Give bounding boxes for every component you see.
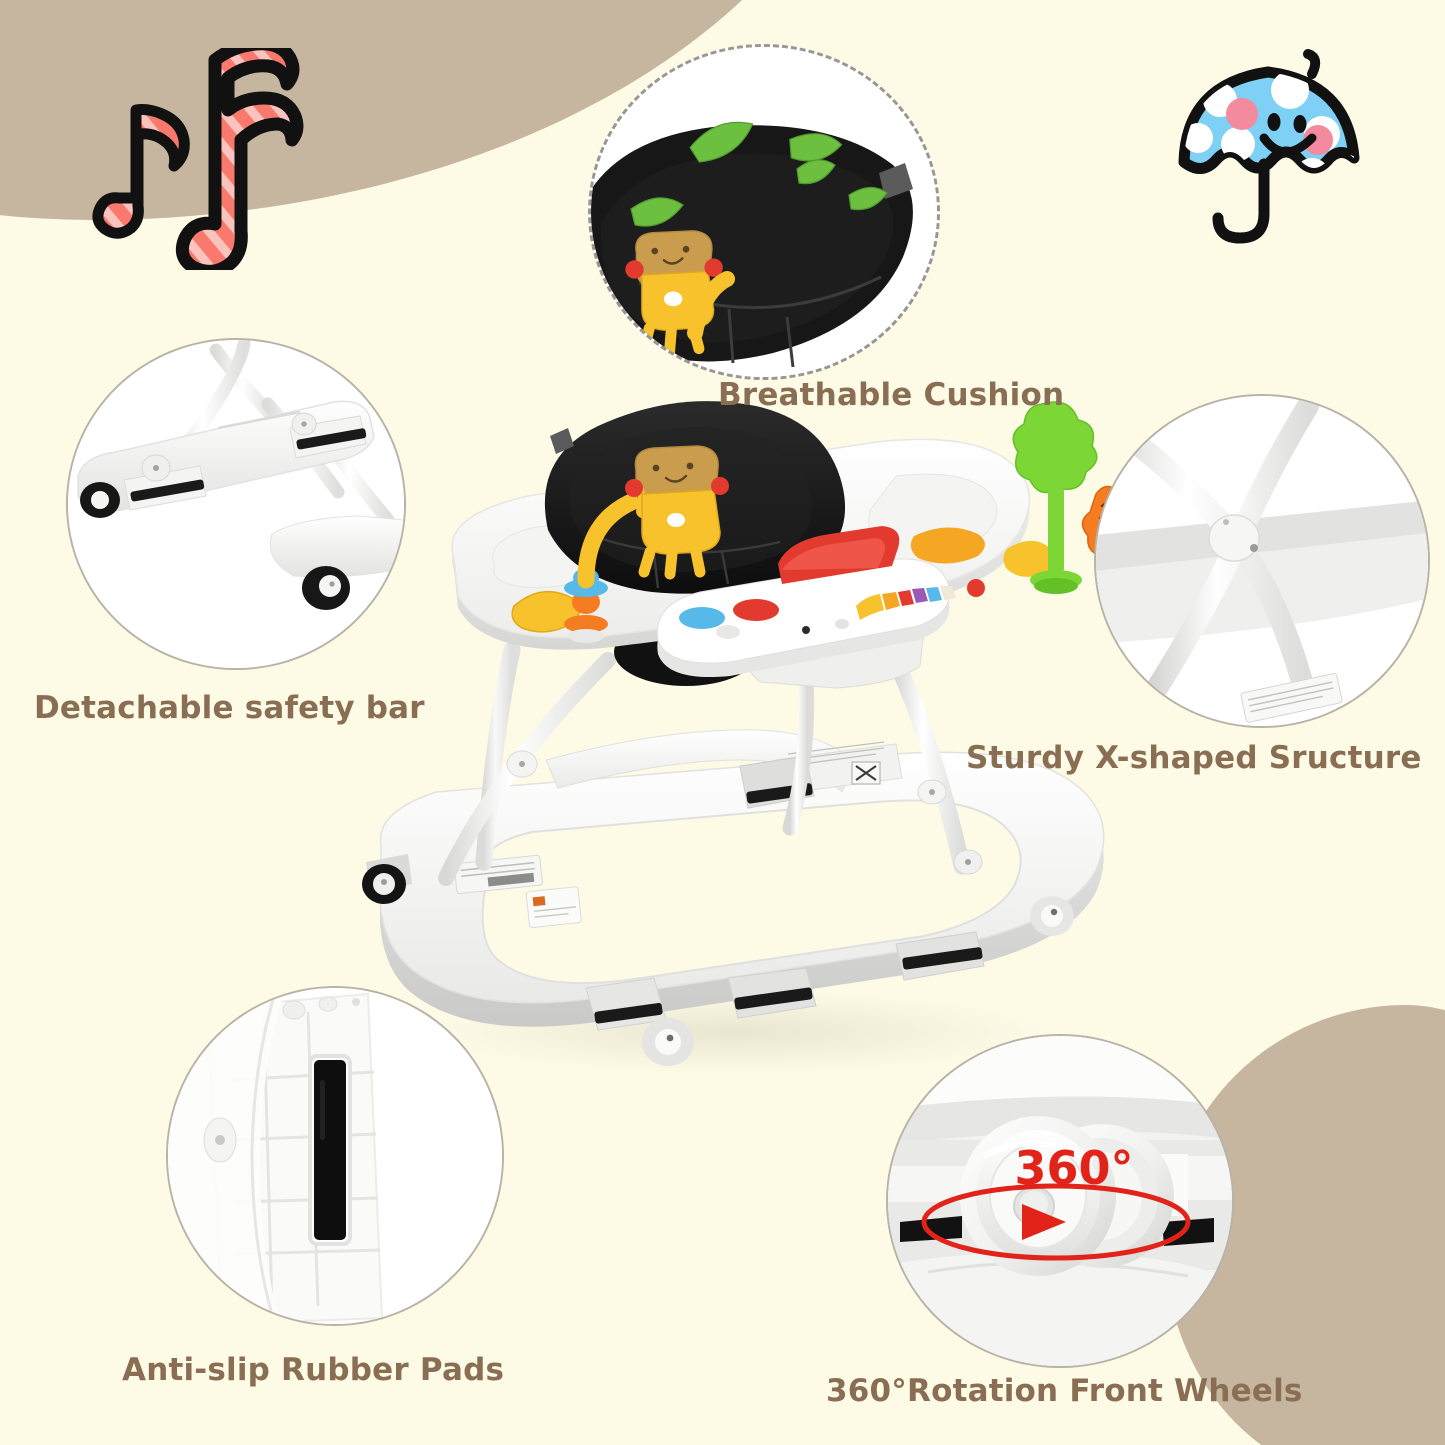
feature-label-detachable-safety-bar: Detachable safety bar: [34, 690, 425, 726]
feature-circle-x-shaped-structure: [1094, 394, 1430, 728]
rotation-degrees-text: 360°: [1014, 1141, 1133, 1195]
music-notes-icon: [78, 37, 310, 278]
feature-circle-anti-slip-rubber-pads: [166, 986, 504, 1326]
feature-label-x-shaped-structure: Sturdy X-shaped Sructure: [966, 740, 1422, 776]
product-image-baby-walker: [336, 392, 1162, 1092]
feature-circle-breathable-cushion: [588, 44, 940, 380]
feature-label-anti-slip-rubber-pads: Anti-slip Rubber Pads: [122, 1352, 505, 1388]
feature-label-breathable-cushion: Breathable Cushion: [718, 377, 1065, 413]
feature-circle-rotation-front-wheels: 360°: [886, 1034, 1234, 1368]
feature-label-rotation-front-wheels: 360°Rotation Front Wheels: [826, 1373, 1303, 1409]
smiling-umbrella-icon: [1172, 42, 1372, 254]
feature-circle-detachable-safety-bar: [66, 338, 406, 670]
